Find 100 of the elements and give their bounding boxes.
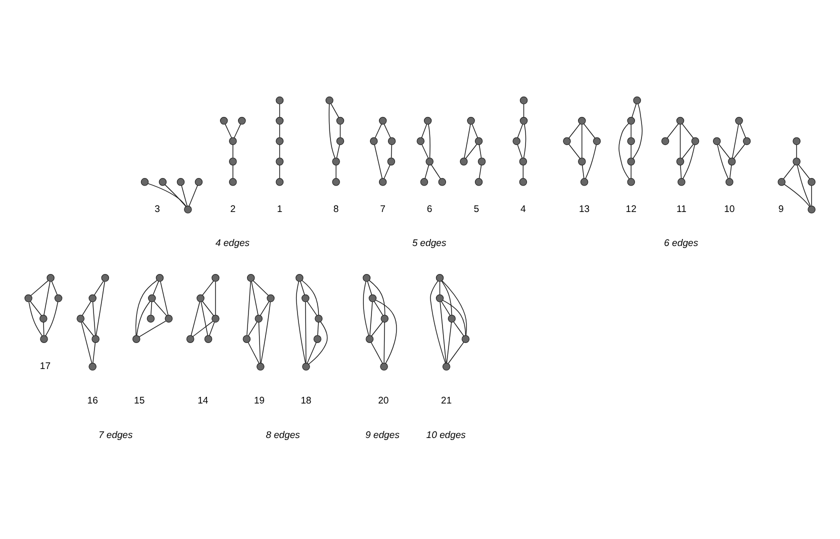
- node-circle: [296, 274, 304, 282]
- connector: [439, 281, 440, 295]
- connector: [718, 144, 730, 159]
- connector: [30, 280, 48, 296]
- connector: [585, 144, 597, 179]
- connector: [306, 301, 318, 316]
- connector: [630, 124, 632, 138]
- label: 2: [230, 204, 236, 215]
- connector: [363, 281, 370, 336]
- connector: [279, 144, 280, 158]
- connector: [51, 280, 58, 296]
- connector: [154, 300, 168, 316]
- label: 15: [134, 396, 145, 407]
- node-circle: [254, 314, 263, 323]
- connector: [306, 342, 317, 364]
- label: 6 edges: [664, 238, 698, 249]
- node-circle: [563, 137, 571, 146]
- node-circle: [742, 137, 751, 146]
- connector: [384, 164, 390, 179]
- connector: [192, 320, 214, 337]
- node-circle: [627, 116, 635, 125]
- connector: [717, 144, 728, 179]
- node-circle: [212, 314, 220, 323]
- label: 5 edges: [412, 238, 446, 249]
- connector: [248, 342, 260, 364]
- connector: [152, 280, 159, 296]
- connector: [317, 322, 319, 336]
- node-circle: [474, 178, 483, 186]
- connector: [136, 301, 150, 336]
- node-circle: [196, 294, 204, 302]
- node-circle: [146, 314, 155, 323]
- node-circle: [302, 294, 310, 302]
- connector: [252, 280, 269, 296]
- label: 8: [333, 204, 339, 215]
- label: 8 edges: [266, 430, 300, 441]
- node-circle: [176, 178, 185, 186]
- node-circle: [380, 314, 389, 323]
- node-circle: [778, 178, 786, 186]
- connector: [796, 164, 811, 206]
- node-circle: [101, 274, 110, 282]
- connector: [181, 185, 188, 206]
- label: 19: [254, 396, 265, 407]
- connector: [424, 164, 430, 179]
- connector: [421, 124, 428, 138]
- connector: [448, 342, 464, 364]
- node-circle: [735, 116, 743, 125]
- label: 9 edges: [365, 430, 400, 441]
- connector: [81, 322, 92, 364]
- connector: [336, 144, 340, 158]
- node-circle: [388, 137, 396, 146]
- connector: [202, 280, 214, 296]
- label: 1: [277, 204, 282, 215]
- connector: [430, 280, 446, 364]
- connector: [370, 342, 383, 364]
- connector: [82, 321, 94, 336]
- label: 21: [441, 396, 452, 407]
- node-circle: [212, 274, 220, 282]
- node-circle: [302, 362, 310, 371]
- connector: [43, 322, 44, 336]
- node-circle: [691, 137, 700, 146]
- connector: [384, 124, 391, 138]
- label: 13: [578, 204, 590, 215]
- connector: [666, 124, 679, 138]
- node-circle: [229, 137, 237, 146]
- label: 12: [626, 204, 636, 215]
- node-circle: [808, 178, 816, 186]
- connector: [308, 321, 328, 364]
- label: 7: [380, 204, 386, 215]
- label: 20: [378, 396, 389, 407]
- connector: [279, 104, 280, 118]
- label: 11: [676, 204, 686, 215]
- node-circle: [276, 116, 284, 125]
- connector: [188, 185, 198, 206]
- connector: [232, 144, 234, 158]
- node-circle: [46, 274, 54, 282]
- connector: [135, 280, 158, 336]
- connector: [522, 164, 524, 179]
- node-circle: [520, 96, 528, 104]
- node-circle: [204, 335, 212, 343]
- node-circle: [478, 158, 486, 166]
- node-circle: [520, 116, 528, 125]
- connector: [784, 184, 810, 207]
- node-circle: [220, 116, 228, 125]
- connector: [568, 124, 580, 138]
- node-circle: [326, 96, 334, 104]
- connector: [44, 281, 50, 316]
- node-circle: [424, 116, 432, 125]
- node-circle: [627, 178, 635, 186]
- connector: [92, 302, 96, 336]
- node-circle: [792, 158, 800, 166]
- connector: [584, 124, 596, 138]
- node-circle: [370, 137, 378, 146]
- connector: [478, 164, 482, 179]
- connector: [453, 322, 464, 336]
- node-circle: [242, 335, 251, 343]
- connector: [234, 124, 241, 138]
- label: 6: [426, 204, 432, 215]
- label: 7 edges: [98, 430, 133, 441]
- connector: [371, 321, 384, 336]
- connector: [160, 281, 168, 316]
